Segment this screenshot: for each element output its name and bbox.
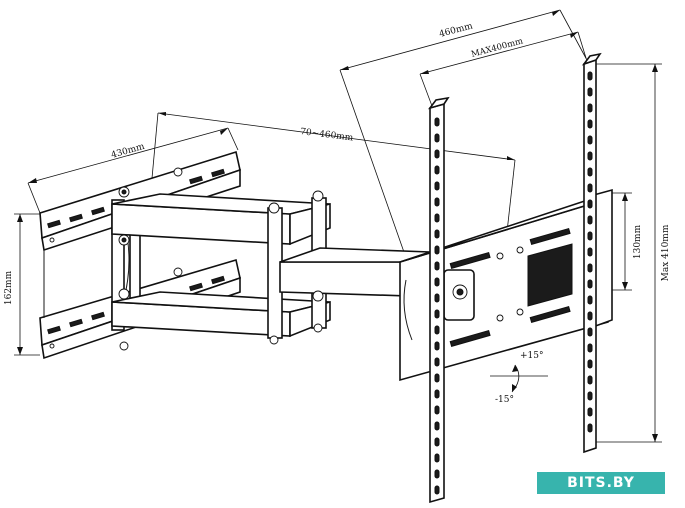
rail-slot: [434, 245, 440, 255]
rail-slot: [587, 311, 593, 321]
rail-slot: [434, 373, 440, 383]
rail-slot: [434, 181, 440, 191]
rail-slot: [587, 391, 593, 401]
rail-slot: [587, 231, 593, 241]
rail-slot: [434, 229, 440, 239]
rail-slot: [587, 407, 593, 417]
rail-slot: [434, 469, 440, 479]
rail-slot: [434, 293, 440, 303]
tilt-down-label: -15°: [495, 395, 514, 405]
dimension-wall-plate-height: 162mm: [4, 213, 40, 356]
rail-slot: [587, 423, 593, 433]
swing-arms: [111, 167, 431, 351]
wall-plate-width-label: 430mm: [110, 142, 146, 161]
dimension-vesa-max-height: Max 410mm: [596, 63, 671, 443]
rail-slot: [434, 437, 440, 447]
rail-slot: [434, 485, 440, 495]
watermark-badge: BITS.BY: [537, 472, 665, 494]
vesa-width-label: 460mm: [438, 21, 474, 40]
rail-slot: [587, 151, 593, 161]
rail-slot: [587, 359, 593, 369]
rail-slot: [434, 197, 440, 207]
vertical-rail-left: [427, 96, 450, 504]
rail-slot: [587, 247, 593, 257]
rail-slot: [434, 453, 440, 463]
rail-slot: [587, 343, 593, 353]
dimension-vesa-max-width: MAX400mm: [419, 31, 587, 107]
rail-slot: [587, 167, 593, 177]
rail-slot: [434, 325, 440, 335]
watermark-text: BITS.BY: [567, 475, 635, 491]
rail-slot: [434, 357, 440, 367]
tv-plate-height-label: 130mm: [633, 224, 643, 259]
rail-slot: [434, 261, 440, 271]
rail-slot: [587, 279, 593, 289]
rail-slot: [434, 277, 440, 287]
rail-slot: [434, 117, 440, 127]
rail-slot: [587, 71, 593, 81]
rail-slot: [434, 133, 440, 143]
rail-slot: [434, 389, 440, 399]
vesa-max-width-label: MAX400mm: [470, 36, 524, 59]
rail-slot: [434, 213, 440, 223]
rail-slot: [434, 165, 440, 175]
rail-slot: [587, 263, 593, 273]
rail-slot: [587, 327, 593, 337]
vesa-max-height-label: Max 410mm: [661, 224, 671, 281]
tilt-indicator: +15° -15°: [490, 351, 548, 405]
arm-extension-label: 70~460mm: [300, 127, 355, 143]
tilt-up-label: +15°: [520, 351, 544, 361]
rail-slot: [587, 183, 593, 193]
rail-slot: [434, 309, 440, 319]
rail-slot: [587, 375, 593, 385]
rail-slot: [434, 149, 440, 159]
rail-slot: [434, 421, 440, 431]
rail-slot: [434, 341, 440, 351]
rail-slot: [587, 295, 593, 305]
rail-slot: [587, 87, 593, 97]
wall-plate-height-label: 162mm: [4, 270, 14, 305]
rail-slot: [587, 215, 593, 225]
rail-slot: [587, 119, 593, 129]
vertical-rail-right: [581, 52, 602, 454]
rail-slot: [587, 103, 593, 113]
rail-slot: [434, 405, 440, 415]
rail-slot: [587, 135, 593, 145]
rail-slot: [587, 199, 593, 209]
